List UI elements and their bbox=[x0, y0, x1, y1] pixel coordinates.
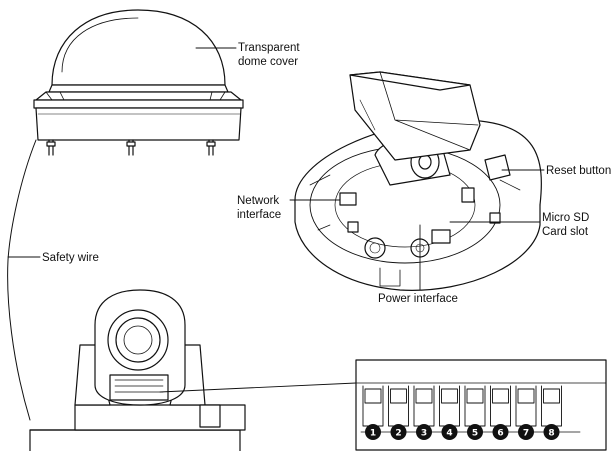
label-network-interface: Network interface bbox=[237, 195, 282, 221]
dip-number-3: 3 bbox=[416, 424, 432, 440]
dip-switch-8 bbox=[541, 385, 562, 427]
svg-text:6: 6 bbox=[497, 429, 503, 439]
dip-switch-2 bbox=[388, 385, 409, 427]
svg-text:1: 1 bbox=[370, 429, 376, 439]
dip-number-8: 8 bbox=[543, 424, 560, 440]
camera-base bbox=[294, 71, 542, 291]
leader-dip-zoom bbox=[159, 382, 357, 393]
dip-switch-1 bbox=[362, 385, 384, 427]
dip-number-2: 2 bbox=[390, 424, 407, 440]
svg-text:2: 2 bbox=[395, 429, 401, 439]
svg-text:7: 7 bbox=[523, 429, 529, 439]
label-safety-wire: Safety wire bbox=[42, 252, 99, 264]
safety-wire bbox=[7, 139, 37, 421]
dip-number-4: 4 bbox=[441, 424, 458, 440]
svg-text:3: 3 bbox=[421, 429, 427, 439]
dip-number-7: 7 bbox=[518, 424, 534, 440]
dip-number-1: 1 bbox=[365, 424, 381, 440]
dip-number-5: 5 bbox=[467, 424, 483, 440]
cover-screw bbox=[206, 139, 216, 156]
label-reset-button: Reset button bbox=[546, 165, 612, 177]
camera-turret bbox=[29, 289, 246, 451]
label-dome-cover: Transparent dome cover bbox=[238, 42, 300, 68]
cover-screw bbox=[126, 139, 136, 156]
label-power-interface: Power interface bbox=[378, 293, 458, 305]
dome-cover bbox=[33, 9, 244, 156]
svg-text:8: 8 bbox=[548, 429, 554, 439]
svg-text:4: 4 bbox=[446, 429, 452, 439]
dip-number-6: 6 bbox=[492, 424, 509, 440]
label-micro-sd: Micro SD Card slot bbox=[542, 212, 590, 238]
cover-screw bbox=[46, 139, 56, 156]
svg-text:5: 5 bbox=[472, 429, 478, 439]
dip-switch-3 bbox=[413, 385, 435, 427]
